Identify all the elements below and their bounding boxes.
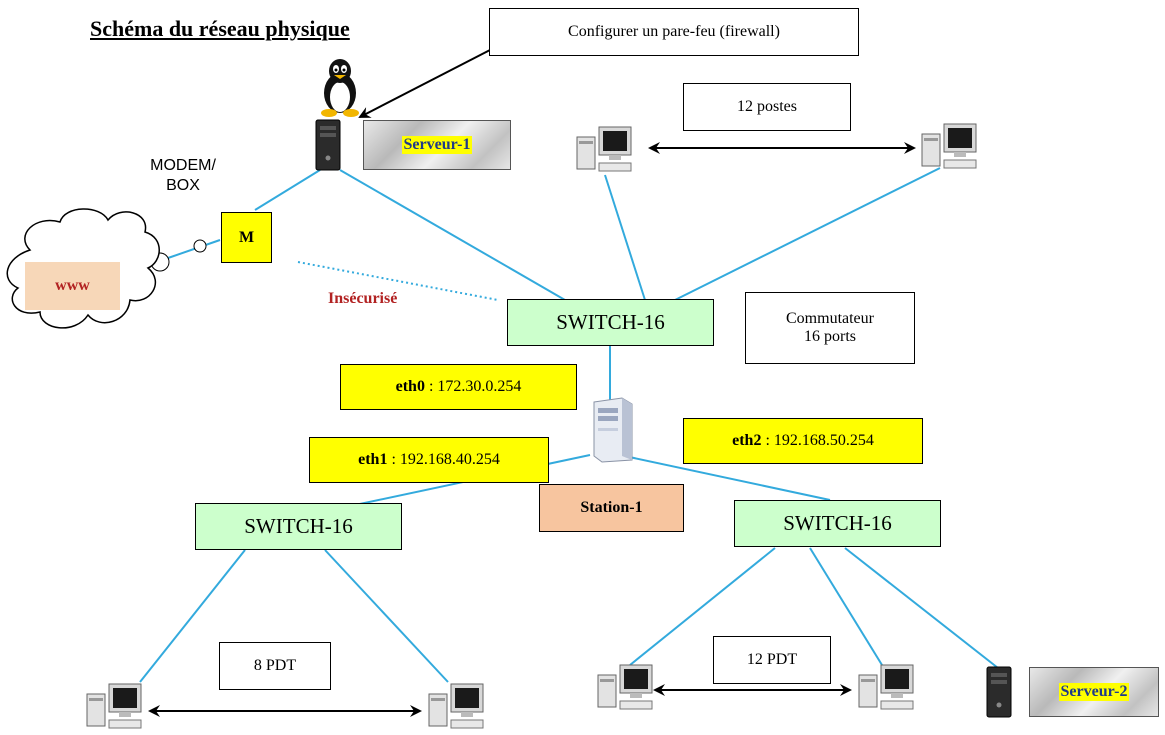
modem-connector-small xyxy=(193,239,207,253)
link-server1-switch xyxy=(339,169,566,301)
server2-label: Serveur-2 xyxy=(1029,667,1159,717)
link-switch-left-pc2 xyxy=(324,549,449,683)
eth0-name: eth0 xyxy=(395,378,425,395)
station1-label: Station-1 xyxy=(539,484,684,532)
eth0-addr: : 172.30.0.254 xyxy=(428,378,522,395)
modem-box: M xyxy=(221,212,272,263)
eth0-label: eth0 : 172.30.0.254 xyxy=(340,364,577,410)
desktop-computer-icon xyxy=(428,683,484,729)
tower-server-icon xyxy=(986,666,1012,718)
link-pc-right-switch xyxy=(674,167,941,301)
switch-left: SWITCH-16 xyxy=(195,503,402,550)
eth2-name: eth2 xyxy=(732,432,762,449)
link-switch-right-pc2 xyxy=(809,547,883,666)
link-switch-right-pc1 xyxy=(629,547,776,666)
top-group-label: 12 postes xyxy=(683,83,851,131)
insecure-link xyxy=(297,261,499,301)
link-station-switch-right xyxy=(619,454,831,501)
eth1-label: eth1 : 192.168.40.254 xyxy=(309,437,549,483)
link-switch-left-pc1 xyxy=(139,549,246,683)
page-title: Schéma du réseau physique xyxy=(90,16,350,41)
server1-label-text: Serveur-1 xyxy=(401,136,473,154)
desktop-computer-icon xyxy=(576,126,632,172)
modem-caption-line2: BOX xyxy=(166,177,200,194)
desktop-computer-icon xyxy=(86,683,142,729)
eth2-addr: : 192.168.50.254 xyxy=(765,432,874,449)
linux-penguin-icon xyxy=(321,59,359,117)
eth2-label: eth2 : 192.168.50.254 xyxy=(683,418,923,464)
internet-label: www xyxy=(25,262,120,310)
server2-label-text: Serveur-2 xyxy=(1058,683,1130,701)
desktop-computer-icon xyxy=(858,664,914,710)
modem-cloud-line xyxy=(167,239,221,259)
firewall-arrow xyxy=(358,49,491,118)
left-group-label: 8 PDT xyxy=(219,642,331,690)
link-server1-modem xyxy=(254,169,321,211)
insecure-label: Insécurisé xyxy=(328,290,398,307)
modem-caption-line1: MODEM/ xyxy=(150,157,216,174)
tower-server-icon xyxy=(315,119,341,171)
switch-right: SWITCH-16 xyxy=(734,500,941,547)
switch-top: SWITCH-16 xyxy=(507,299,714,346)
link-switch-right-server2 xyxy=(844,547,999,669)
firewall-note: Configurer un pare-feu (firewall) xyxy=(489,8,859,56)
eth1-name: eth1 xyxy=(358,451,388,468)
switch-note-line1: Commutateur xyxy=(786,310,874,327)
eth1-addr: : 192.168.40.254 xyxy=(391,451,500,468)
switch-note-line2: 16 ports xyxy=(804,328,856,345)
switch-note: Commutateur 16 ports xyxy=(745,292,915,364)
link-pc-left-switch xyxy=(604,174,646,301)
desktop-computer-icon xyxy=(597,664,653,710)
tower-server-icon xyxy=(593,397,633,463)
right-group-label: 12 PDT xyxy=(713,636,831,684)
server1-label: Serveur-1 xyxy=(363,120,511,170)
modem-caption: MODEM/ BOX xyxy=(138,156,228,196)
desktop-computer-icon xyxy=(921,123,977,169)
